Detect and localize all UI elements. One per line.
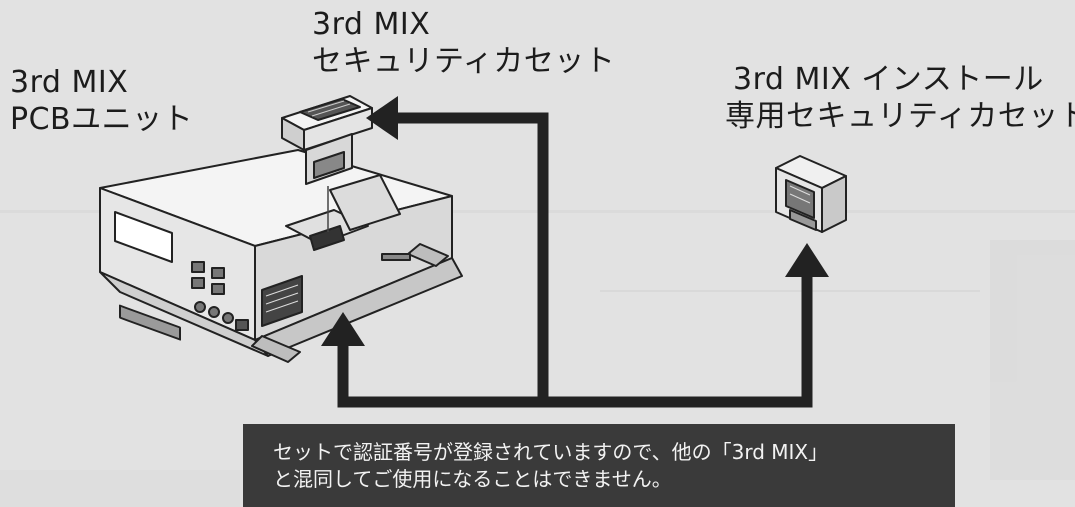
label-security-cassette-line1: 3rd MIX bbox=[312, 7, 431, 42]
install-cassette-illustration bbox=[775, 155, 847, 233]
label-install-cassette-line2: 専用セキュリティカセット bbox=[725, 99, 1075, 134]
notice-box: セットで認証番号が登録されていますので、他の「3rd MIX」 と混同してご使用… bbox=[243, 424, 955, 507]
label-security-cassette: 3rd MIX セキュリティカセット bbox=[312, 6, 615, 80]
connection-arrows bbox=[337, 112, 813, 408]
label-install-cassette: 3rd MIX インストール 専用セキュリティカセット bbox=[725, 61, 1075, 135]
label-security-cassette-line2: セキュリティカセット bbox=[312, 44, 616, 79]
label-install-cassette-line1: 3rd MIX インストール bbox=[733, 62, 1044, 97]
arrow-to-pcb-unit bbox=[337, 277, 813, 408]
notice-line1: セットで認証番号が登録されていますので、他の「3rd MIX」 bbox=[273, 440, 829, 464]
pcb-unit-illustration bbox=[99, 149, 463, 363]
label-pcb-unit-line1: 3rd MIX bbox=[10, 65, 129, 100]
notice-line2: と混同してご使用になることはできません。 bbox=[273, 467, 672, 491]
background-texture bbox=[0, 210, 1075, 507]
arrow-to-security-cassette bbox=[398, 112, 549, 402]
security-cassette-illustration bbox=[281, 95, 373, 185]
label-pcb-unit: 3rd MIX PCBユニット bbox=[10, 64, 193, 138]
arrowhead-pcb-unit bbox=[321, 312, 365, 346]
label-pcb-unit-line2: PCBユニット bbox=[10, 102, 194, 137]
arrowhead-security-cassette bbox=[366, 96, 398, 140]
arrowhead-install-cassette bbox=[785, 243, 829, 277]
